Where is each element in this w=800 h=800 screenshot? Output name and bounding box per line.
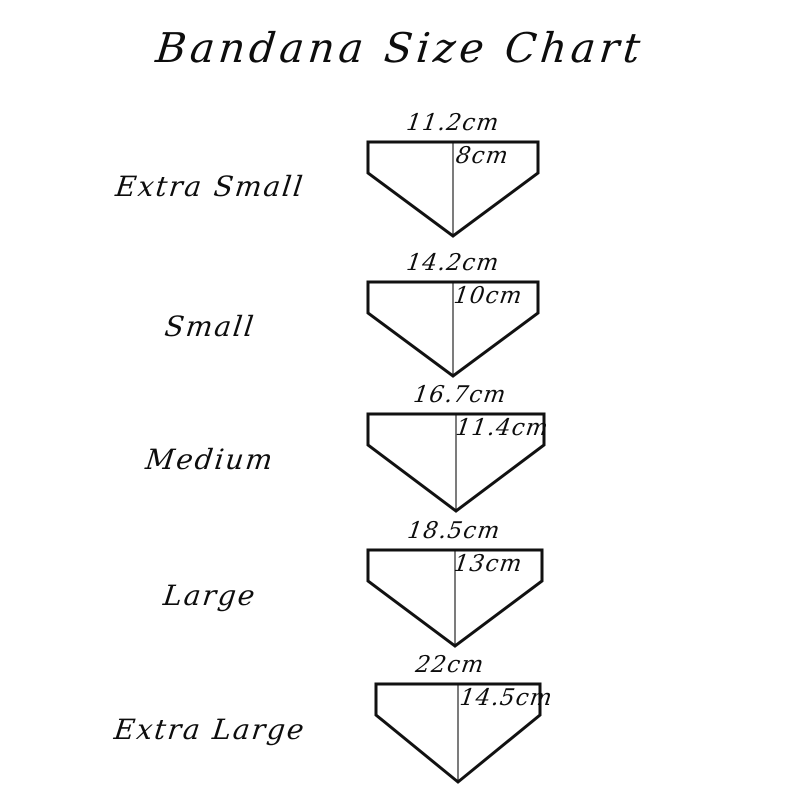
bandana-shape-icon [366, 140, 540, 238]
bandana-shape-icon [366, 280, 540, 378]
page-title: Bandana Size Chart [153, 24, 647, 72]
size-row: Extra Small 11.2cm 8cm [0, 110, 800, 250]
bandana-diagram: 11.2cm 8cm [330, 110, 630, 250]
width-dimension-label: 11.2cm [404, 110, 502, 136]
size-label: Small [162, 310, 258, 344]
size-label: Extra Large [112, 713, 308, 747]
size-label: Medium [143, 443, 277, 477]
height-dimension-label: 10cm [452, 283, 525, 309]
bandana-diagram: 22cm 14.5cm [330, 652, 630, 792]
size-row: Small 14.2cm 10cm [0, 250, 800, 390]
width-dimension-label: 22cm [413, 652, 487, 678]
bandana-shape-icon [374, 682, 542, 784]
size-row: Extra Large 22cm 14.5cm [0, 652, 800, 792]
bandana-diagram: 14.2cm 10cm [330, 250, 630, 390]
width-dimension-label: 16.7cm [411, 382, 509, 408]
size-row: Medium 16.7cm 11.4cm [0, 382, 800, 522]
size-row: Large 18.5cm 13cm [0, 518, 800, 658]
height-dimension-label: 8cm [454, 143, 511, 169]
width-dimension-label: 18.5cm [405, 518, 503, 544]
height-dimension-label: 14.5cm [458, 685, 555, 711]
bandana-diagram: 16.7cm 11.4cm [330, 382, 630, 522]
height-dimension-label: 13cm [452, 551, 525, 577]
width-dimension-label: 14.2cm [404, 250, 502, 276]
bandana-shape-icon [366, 548, 544, 648]
bandana-diagram: 18.5cm 13cm [330, 518, 630, 658]
bandana-shape-icon [366, 412, 546, 513]
size-label: Large [161, 578, 259, 612]
size-label: Extra Small [113, 170, 307, 204]
height-dimension-label: 11.4cm [454, 415, 551, 441]
